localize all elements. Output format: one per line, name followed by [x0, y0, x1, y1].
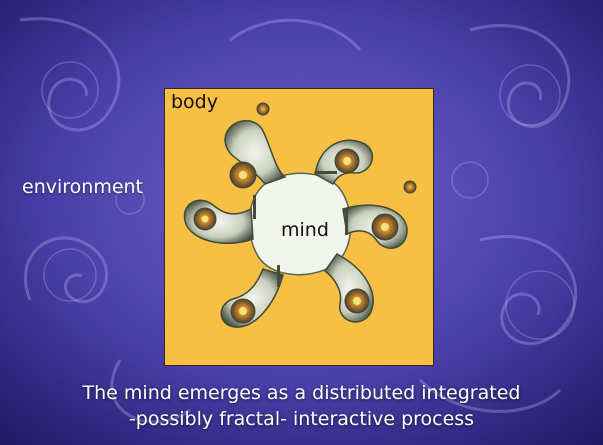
caption-line-1: The mind emerges as a distributed integr…	[0, 380, 603, 406]
caption-line-2: -possibly fractal- interactive process	[0, 406, 603, 432]
caption: The mind emerges as a distributed integr…	[0, 380, 603, 432]
body-label: body	[171, 91, 218, 113]
body-box: body mind	[164, 88, 434, 366]
environment-label: environment	[22, 176, 143, 198]
mind-label: mind	[281, 219, 329, 241]
